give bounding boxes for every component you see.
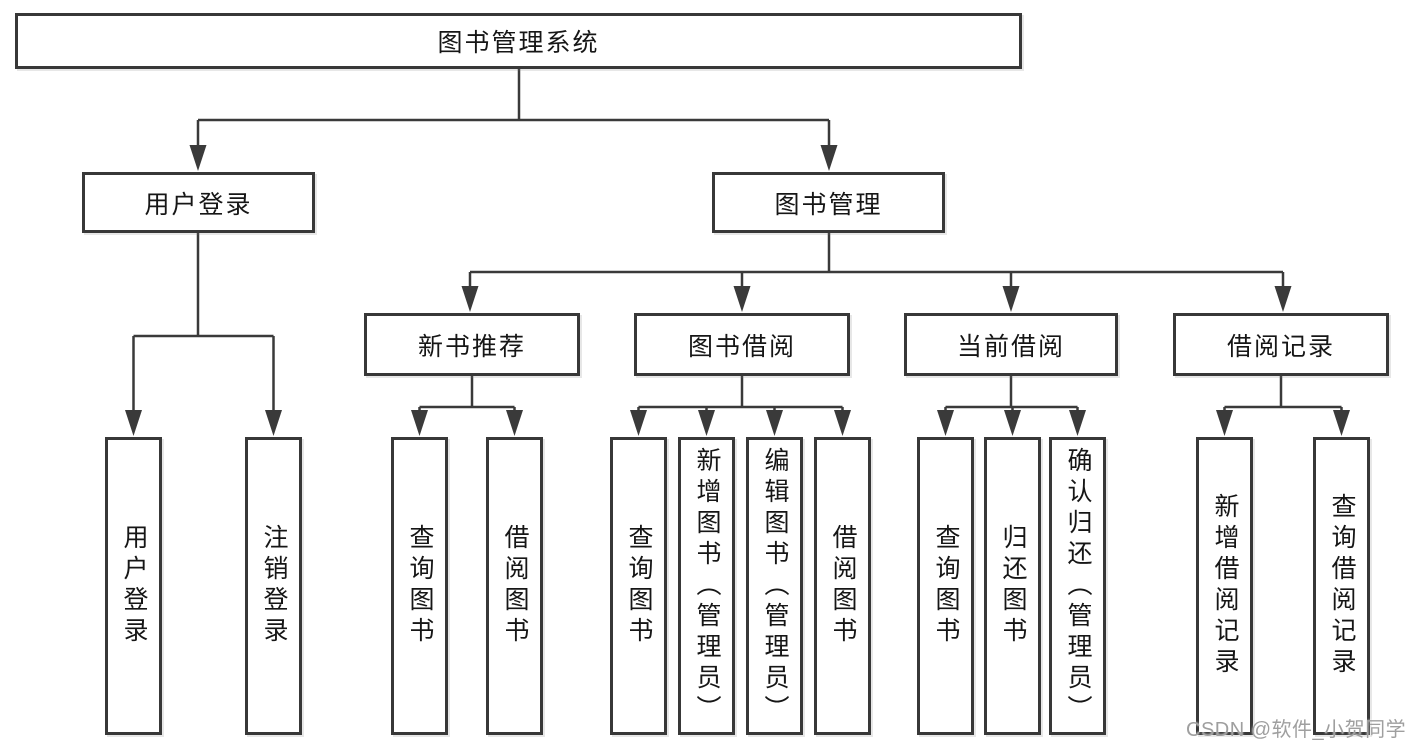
connector-book-borrow-to-leaves	[630, 376, 851, 436]
arrowhead-icon	[189, 145, 207, 171]
node-label: 借阅记录	[1226, 332, 1335, 361]
leaf-query-books-current: 查询图书	[917, 437, 974, 735]
leaf-label: 编辑图书（管理员）	[761, 446, 789, 726]
arrowhead-icon	[506, 410, 523, 436]
leaf-label: 查询图书	[932, 524, 960, 648]
connector-book-mgmt-to-level3	[461, 233, 1292, 312]
arrowhead-icon	[937, 410, 954, 436]
leaf-borrow-books-recommend: 借阅图书	[486, 437, 543, 735]
arrowhead-icon	[834, 410, 851, 436]
node-current-borrow: 当前借阅	[904, 313, 1118, 376]
leaf-edit-books-admin: 编辑图书（管理员）	[746, 437, 803, 735]
node-borrow-records: 借阅记录	[1173, 313, 1389, 376]
arrowhead-icon	[1333, 410, 1350, 436]
leaf-add-books-admin: 新增图书（管理员）	[678, 437, 735, 735]
arrowhead-icon	[630, 410, 647, 436]
leaf-label: 查询借阅记录	[1328, 493, 1356, 679]
leaf-label: 用户登录	[120, 524, 148, 648]
leaf-label: 新增借阅记录	[1211, 493, 1239, 679]
arrowhead-icon	[1004, 410, 1021, 436]
node-root-system: 图书管理系统	[15, 13, 1022, 69]
leaf-label: 确认归还（管理员）	[1064, 446, 1092, 726]
arrowhead-icon	[1069, 410, 1086, 436]
node-label: 图书管理系统	[437, 29, 600, 57]
leaf-label: 借阅图书	[829, 524, 857, 648]
csdn-watermark: CSDN @软件_小贺同学	[1186, 719, 1405, 741]
arrowhead-icon	[820, 145, 838, 171]
arrowhead-icon	[125, 410, 142, 436]
arrowhead-icon	[1216, 410, 1233, 436]
node-label: 图书借阅	[687, 332, 796, 361]
leaf-label: 查询图书	[406, 524, 434, 648]
arrowhead-icon	[1274, 286, 1292, 312]
leaf-logout: 注销登录	[245, 437, 302, 735]
leaf-label: 查询图书	[625, 524, 653, 648]
leaf-label: 注销登录	[260, 524, 288, 648]
node-book-borrow: 图书借阅	[634, 313, 850, 376]
connector-user-login-to-leaves	[125, 233, 282, 436]
node-label: 新书推荐	[417, 332, 526, 361]
node-user-login: 用户登录	[82, 172, 315, 233]
node-label: 图书管理	[774, 190, 883, 219]
leaf-label: 新增图书（管理员）	[693, 446, 721, 726]
leaf-label: 借阅图书	[501, 524, 529, 648]
node-label: 当前借阅	[956, 332, 1065, 361]
leaf-query-books-borrow: 查询图书	[610, 437, 667, 735]
arrowhead-icon	[265, 410, 282, 436]
node-book-management: 图书管理	[712, 172, 945, 233]
leaf-confirm-return-admin: 确认归还（管理员）	[1049, 437, 1106, 735]
leaf-query-books-recommend: 查询图书	[391, 437, 448, 735]
arrowhead-icon	[461, 286, 479, 312]
leaf-query-borrow-record: 查询借阅记录	[1313, 437, 1370, 735]
arrowhead-icon	[698, 410, 715, 436]
arrowhead-icon	[733, 286, 751, 312]
connector-current-borrow-to-leaves	[937, 376, 1086, 436]
arrowhead-icon	[766, 410, 783, 436]
connector-root-to-level2	[189, 69, 838, 171]
connector-borrow-record-to-leaves	[1216, 376, 1350, 436]
arrowhead-icon	[1002, 286, 1020, 312]
node-new-book-recommend: 新书推荐	[364, 313, 580, 376]
leaf-borrow-books: 借阅图书	[814, 437, 871, 735]
leaf-return-books: 归还图书	[984, 437, 1041, 735]
leaf-user-login: 用户登录	[105, 437, 162, 735]
leaf-add-borrow-record: 新增借阅记录	[1196, 437, 1253, 735]
node-label: 用户登录	[144, 190, 253, 219]
leaf-label: 归还图书	[999, 524, 1027, 648]
arrowhead-icon	[411, 410, 428, 436]
connector-new-book-to-leaves	[411, 376, 523, 436]
